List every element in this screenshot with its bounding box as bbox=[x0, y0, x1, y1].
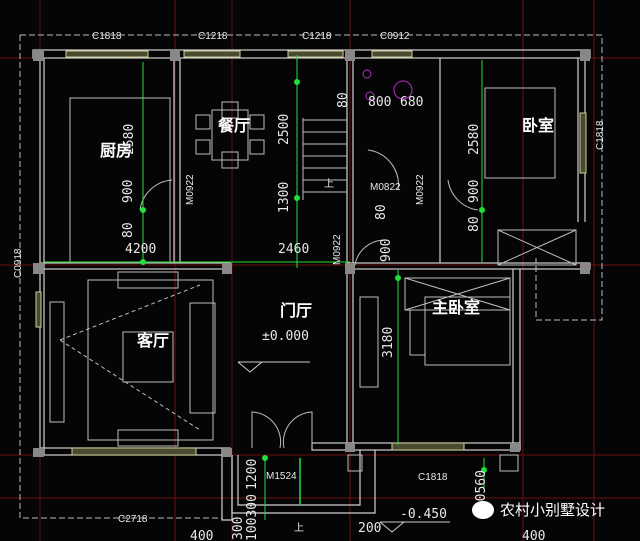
window-label: C1218 bbox=[302, 31, 332, 42]
dimension: 680 bbox=[400, 95, 424, 110]
dimension-lines bbox=[44, 55, 487, 520]
door-label: M0922 bbox=[332, 234, 343, 265]
dimension: 1300 bbox=[277, 181, 292, 213]
window-label: C0912 bbox=[380, 31, 410, 42]
watermark-text: 农村小别墅设计 bbox=[500, 501, 606, 519]
door-label: M1524 bbox=[266, 471, 297, 482]
outside-level: -0.450 bbox=[400, 507, 447, 522]
dimension: 800 bbox=[368, 95, 392, 110]
dimension: 300 bbox=[231, 516, 246, 540]
floor-level: ±0.000 bbox=[262, 329, 309, 344]
furniture bbox=[49, 87, 577, 472]
door-label: M0822 bbox=[370, 182, 401, 193]
dimension: 80 bbox=[374, 204, 389, 220]
room-bedroom: 卧室 bbox=[522, 116, 555, 135]
door-label: M0922 bbox=[185, 174, 196, 205]
dimension: 2580 bbox=[467, 123, 482, 155]
dimension: 80 bbox=[336, 92, 351, 108]
windows bbox=[35, 50, 587, 456]
dimension: 2580 bbox=[122, 123, 137, 155]
stair-up-label: 上 bbox=[324, 179, 334, 190]
columns bbox=[33, 50, 590, 457]
room-dining: 餐厅 bbox=[218, 116, 251, 135]
dimension: 3180 bbox=[381, 326, 396, 358]
dimension: 400 bbox=[522, 529, 546, 541]
dimension: 900 bbox=[467, 179, 482, 203]
room-kitchen: 厨房 bbox=[100, 141, 133, 160]
dimension: 200 bbox=[358, 521, 382, 536]
window-label: C1818 bbox=[595, 120, 606, 150]
room-hall: 门厅 bbox=[280, 301, 313, 320]
window-label: C1218 bbox=[198, 31, 228, 42]
stair-up-label: 上 bbox=[294, 523, 304, 534]
outline-dashed bbox=[19, 34, 603, 519]
dimension: 1200 bbox=[245, 458, 260, 490]
bath-fixtures bbox=[362, 69, 413, 101]
room-master-bedroom: 主卧室 bbox=[432, 298, 481, 317]
level-markers bbox=[237, 361, 450, 533]
wechat-icon bbox=[472, 500, 494, 519]
dimension: 2500 bbox=[277, 113, 292, 145]
stairs bbox=[302, 118, 347, 200]
room-living: 客厅 bbox=[137, 331, 170, 350]
dimension: 4200 bbox=[125, 242, 157, 257]
window-label: C2718 bbox=[118, 514, 148, 525]
dimension: 2460 bbox=[278, 242, 310, 257]
dimension: 80 bbox=[121, 222, 136, 238]
window-label: C1818 bbox=[92, 31, 122, 42]
dimension: 100300 bbox=[245, 494, 260, 541]
dimension: 900 bbox=[379, 238, 394, 262]
dimension: 80 bbox=[467, 216, 482, 232]
dimension: 400 bbox=[190, 529, 214, 541]
window-label: C1818 bbox=[418, 472, 448, 483]
watermark: 农村小别墅设计 bbox=[472, 499, 605, 520]
door-label: M0922 bbox=[415, 174, 426, 205]
dimension: 900 bbox=[121, 179, 136, 203]
window-label: C0918 bbox=[13, 248, 24, 278]
